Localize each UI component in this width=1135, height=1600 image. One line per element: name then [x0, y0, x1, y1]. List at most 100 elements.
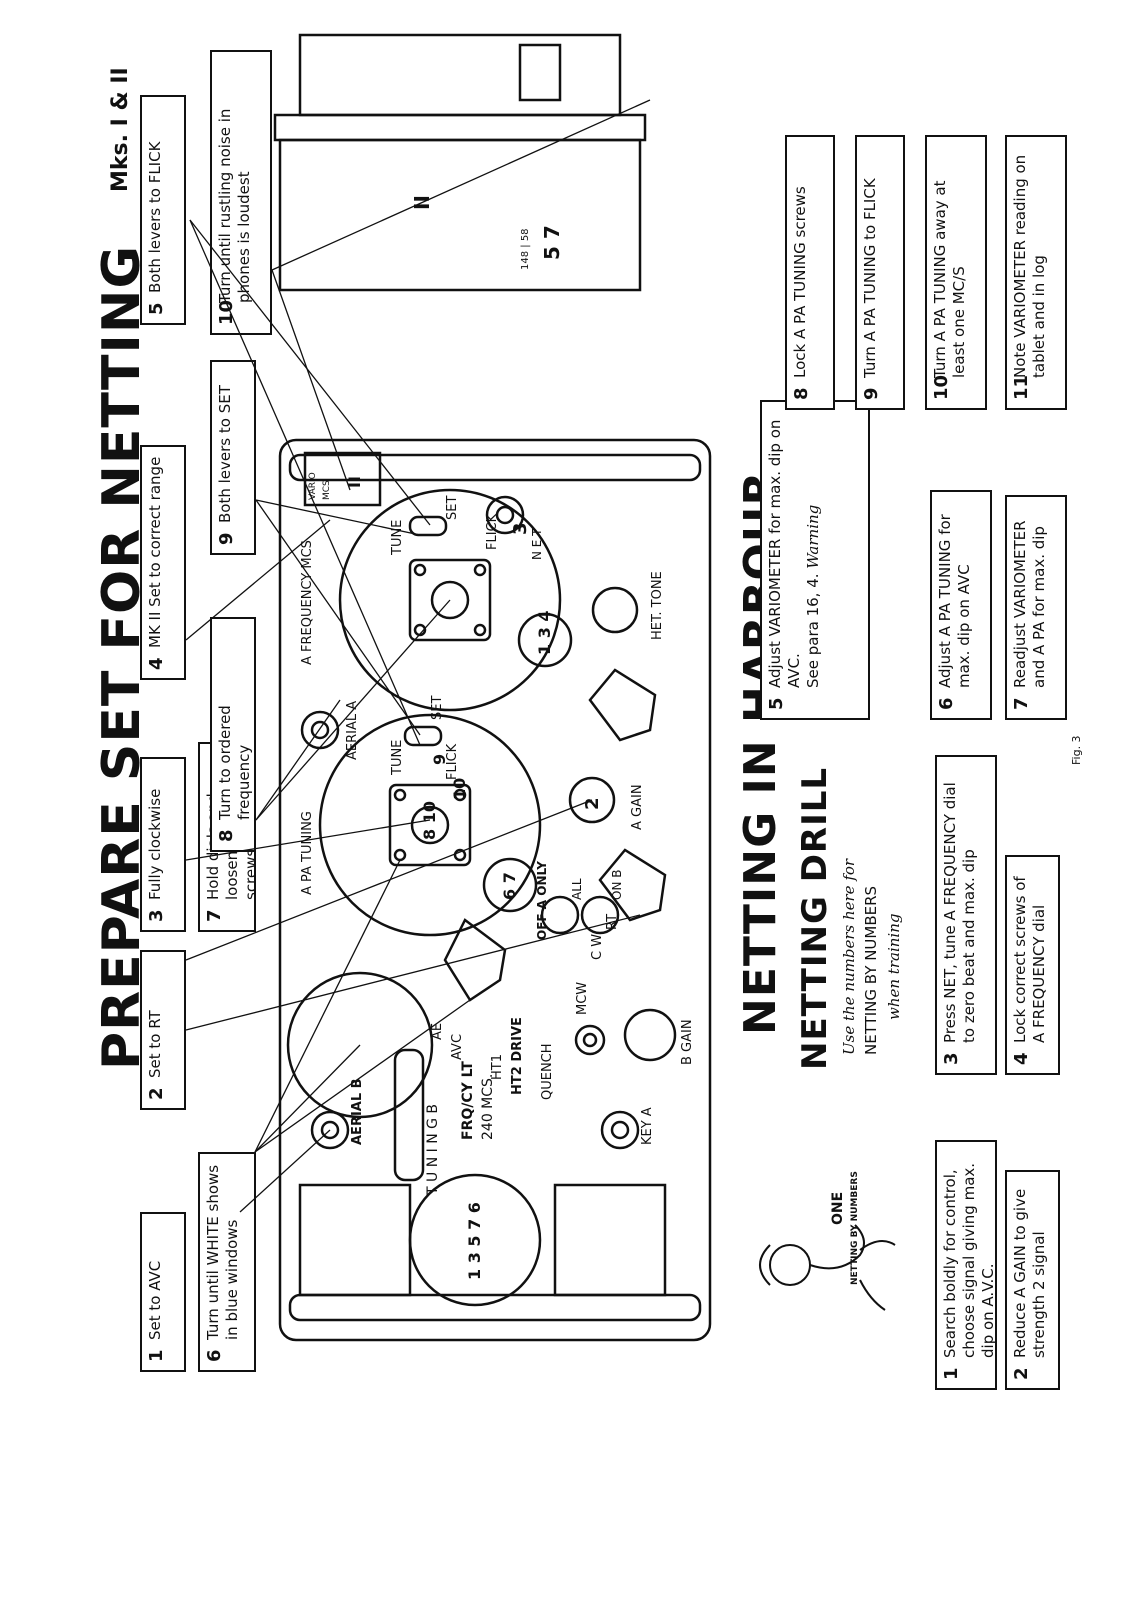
harbour-step-7: 7 Readjust VARIOMETER and A PA for max. … [1005, 495, 1067, 720]
dial-window-numbers: 5 7 [540, 225, 564, 260]
harbour-step-1: 1 Search boldly for control, choose sign… [935, 1140, 997, 1390]
a-pa-tuning-dial [318, 713, 542, 937]
rt-selector-knob [598, 848, 667, 922]
drill-line-1: Use the numbers here for [840, 858, 858, 1055]
set-label-upper: SET [445, 495, 460, 520]
lever-9-label: 9 [430, 753, 449, 765]
b-dial [286, 971, 434, 1119]
mascot-caption: NETTING BY NUMBERS [850, 1171, 860, 1285]
dial-b-numbers: 6 7 [500, 872, 519, 900]
step-number: 9 [861, 387, 882, 400]
step-number: 5 [766, 697, 787, 710]
step-number: 6 [936, 697, 957, 710]
harbour-step-11: 11 Note VARIOMETER reading on tablet and… [1005, 135, 1067, 410]
freq-cy-label: FRQ/CY LT [460, 1061, 476, 1140]
harbour-step-9: 9 Turn A PA TUNING to FLICK [855, 135, 905, 410]
drill-line-2: NETTING BY NUMBERS [862, 885, 880, 1055]
drill-title: NETTING DRILL [795, 766, 835, 1070]
a-gain-knob [568, 776, 616, 824]
right-handle [288, 453, 702, 482]
step-text: Readjust VARIOMETER and A PA for max. di… [1011, 520, 1048, 688]
step-extra-italic: Warning [804, 504, 822, 569]
mcs-label: 240 MCS. [480, 1073, 496, 1140]
avc-selector-knob [443, 918, 507, 1002]
step-number: 8 [791, 387, 812, 400]
rt-label: RT [605, 913, 620, 930]
key-a-socket [600, 1110, 640, 1150]
dial-freq-numbers: 1 3 4 [535, 610, 554, 655]
drill-line-3: when training [885, 913, 903, 1020]
key-a-label: KEY A [640, 1107, 655, 1145]
tune-label-upper: TUNE [390, 519, 405, 555]
a-gain-label: A GAIN [630, 784, 645, 830]
step-text: Adjust VARIOMETER for max. dip on AVC. [766, 419, 803, 688]
a-frequency-dial [338, 488, 562, 712]
off-a-only-label: OFF A ONLY [535, 861, 549, 940]
dial-a-numbers: 1 3 5 7 6 [465, 1202, 484, 1280]
step-extra: See para 16, 4. [804, 573, 822, 688]
mcs-small-label: MCS [322, 480, 332, 500]
step-text: Lock A PA TUNING screws [791, 186, 809, 378]
quench-knob [574, 1024, 606, 1056]
vario-window [303, 451, 382, 507]
net-label: N E T [530, 528, 544, 560]
step-text: Note VARIOMETER reading on tablet and in… [1011, 154, 1048, 378]
flick-3-label: 3 [510, 522, 531, 535]
a-frequency-mcs-label: A FREQUENCY MCS [300, 540, 315, 665]
a-tuning-knob [588, 668, 657, 742]
harbour-step-5: 5 Adjust VARIOMETER for max. dip on AVC.… [760, 400, 870, 720]
step-text: Adjust A PA TUNING for max. dip on AVC [936, 514, 973, 688]
harbour-step-6: 6 Adjust A PA TUNING for max. dip on AVC [930, 490, 992, 720]
step-text: Turn A PA TUNING to FLICK [861, 178, 879, 378]
harbour-step-4: 4 Lock correct screws of A FREQUENCY dia… [1005, 855, 1060, 1075]
harbour-step-10: 10 Turn A PA TUNING away at least one MC… [925, 135, 987, 410]
speaker-circle [408, 1173, 542, 1307]
tune-label-lower: TUNE [390, 739, 405, 775]
step-number: 11 [1011, 374, 1032, 400]
step-number: 2 [1011, 1367, 1032, 1380]
step-text: Search boldly for control, choose signal… [941, 1162, 997, 1358]
all-label: ALL [570, 878, 584, 900]
b-gain-label: B GAIN [680, 1019, 695, 1065]
mascot-one: ONE [830, 1191, 846, 1225]
step-number: 10 [931, 374, 952, 400]
step-text: Reduce A GAIN to give strength 2 signal [1011, 1188, 1048, 1358]
ht1-label: HT1 [490, 1054, 505, 1080]
dial-pa-numbers: 8 10 [420, 801, 439, 840]
het-tone-label: HET. TONE [650, 571, 665, 640]
dial-window-ii: II [410, 195, 434, 210]
ae-label: AE [430, 1022, 445, 1040]
step-number: 1 [941, 1367, 962, 1380]
ht2-drive-label: HT2 DRIVE [510, 1017, 525, 1095]
step-text: Press NET, tune A FREQUENCY dial to zero… [941, 782, 978, 1043]
window-mark: II [345, 476, 364, 488]
vario-label: VARIO [308, 472, 318, 500]
speaker-square-left [298, 1183, 412, 1297]
aerial-a-socket [300, 710, 340, 750]
variometer-drum [278, 138, 642, 292]
tuning-b-label: T U N I N G B [425, 1103, 441, 1195]
gain-2-label: 2 [582, 797, 603, 810]
aerial-b-label: AERIAL B [350, 1078, 365, 1145]
callout-10-at-dial: 10 [450, 777, 469, 800]
harbour-step-8: 8 Lock A PA TUNING screws [785, 135, 835, 410]
b-gain-knob [623, 1008, 677, 1062]
step-number: 7 [1011, 697, 1032, 710]
speaker-square-right [553, 1183, 667, 1297]
off-a-only-switch [540, 895, 580, 935]
tuning-b-slot [393, 1048, 425, 1182]
left-handle [288, 1293, 702, 1322]
harbour-step-3: 3 Press NET, tune A FREQUENCY dial to ze… [935, 755, 997, 1075]
a-pa-tuning-label: A PA TUNING [300, 811, 315, 895]
set-label-lower: SET [430, 695, 445, 720]
step-number: 4 [1011, 1052, 1032, 1065]
flick-socket [485, 495, 525, 535]
flick-label-upper: FLICK [485, 513, 500, 550]
quench-label: QUENCH [540, 1043, 555, 1100]
lever-tune-set-upper [408, 515, 448, 537]
het-tone-knob [591, 586, 639, 634]
on-b-label: ON B [610, 869, 624, 900]
